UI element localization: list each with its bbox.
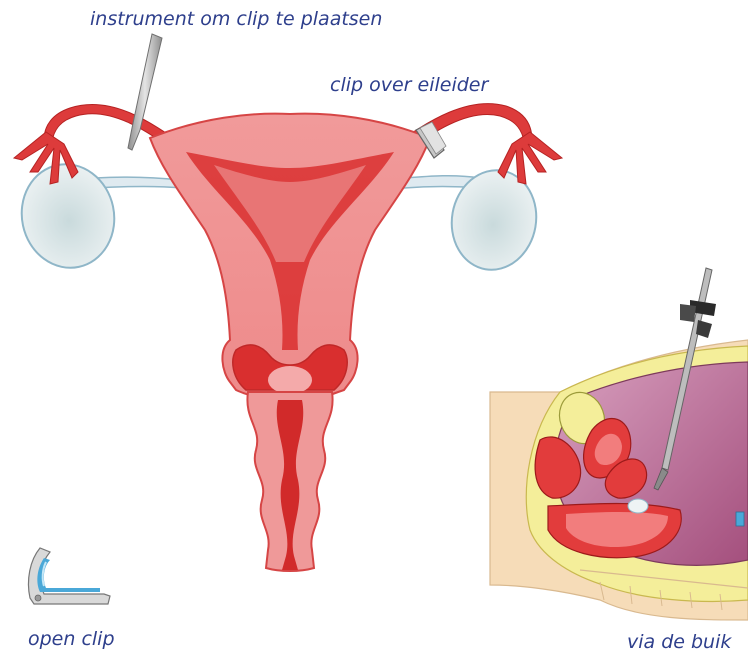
open-clip-illustration <box>28 548 110 604</box>
label-open-clip: open clip <box>28 630 115 649</box>
vagina <box>247 392 332 571</box>
abdominal-cross-section <box>490 268 748 620</box>
label-instrument: instrument om clip te plaatsen <box>90 10 382 29</box>
uterus <box>150 114 430 396</box>
left-ovary <box>12 156 124 277</box>
label-clip-over-tube: clip over eileider <box>330 76 488 95</box>
label-via-abdomen: via de buik <box>627 633 731 652</box>
